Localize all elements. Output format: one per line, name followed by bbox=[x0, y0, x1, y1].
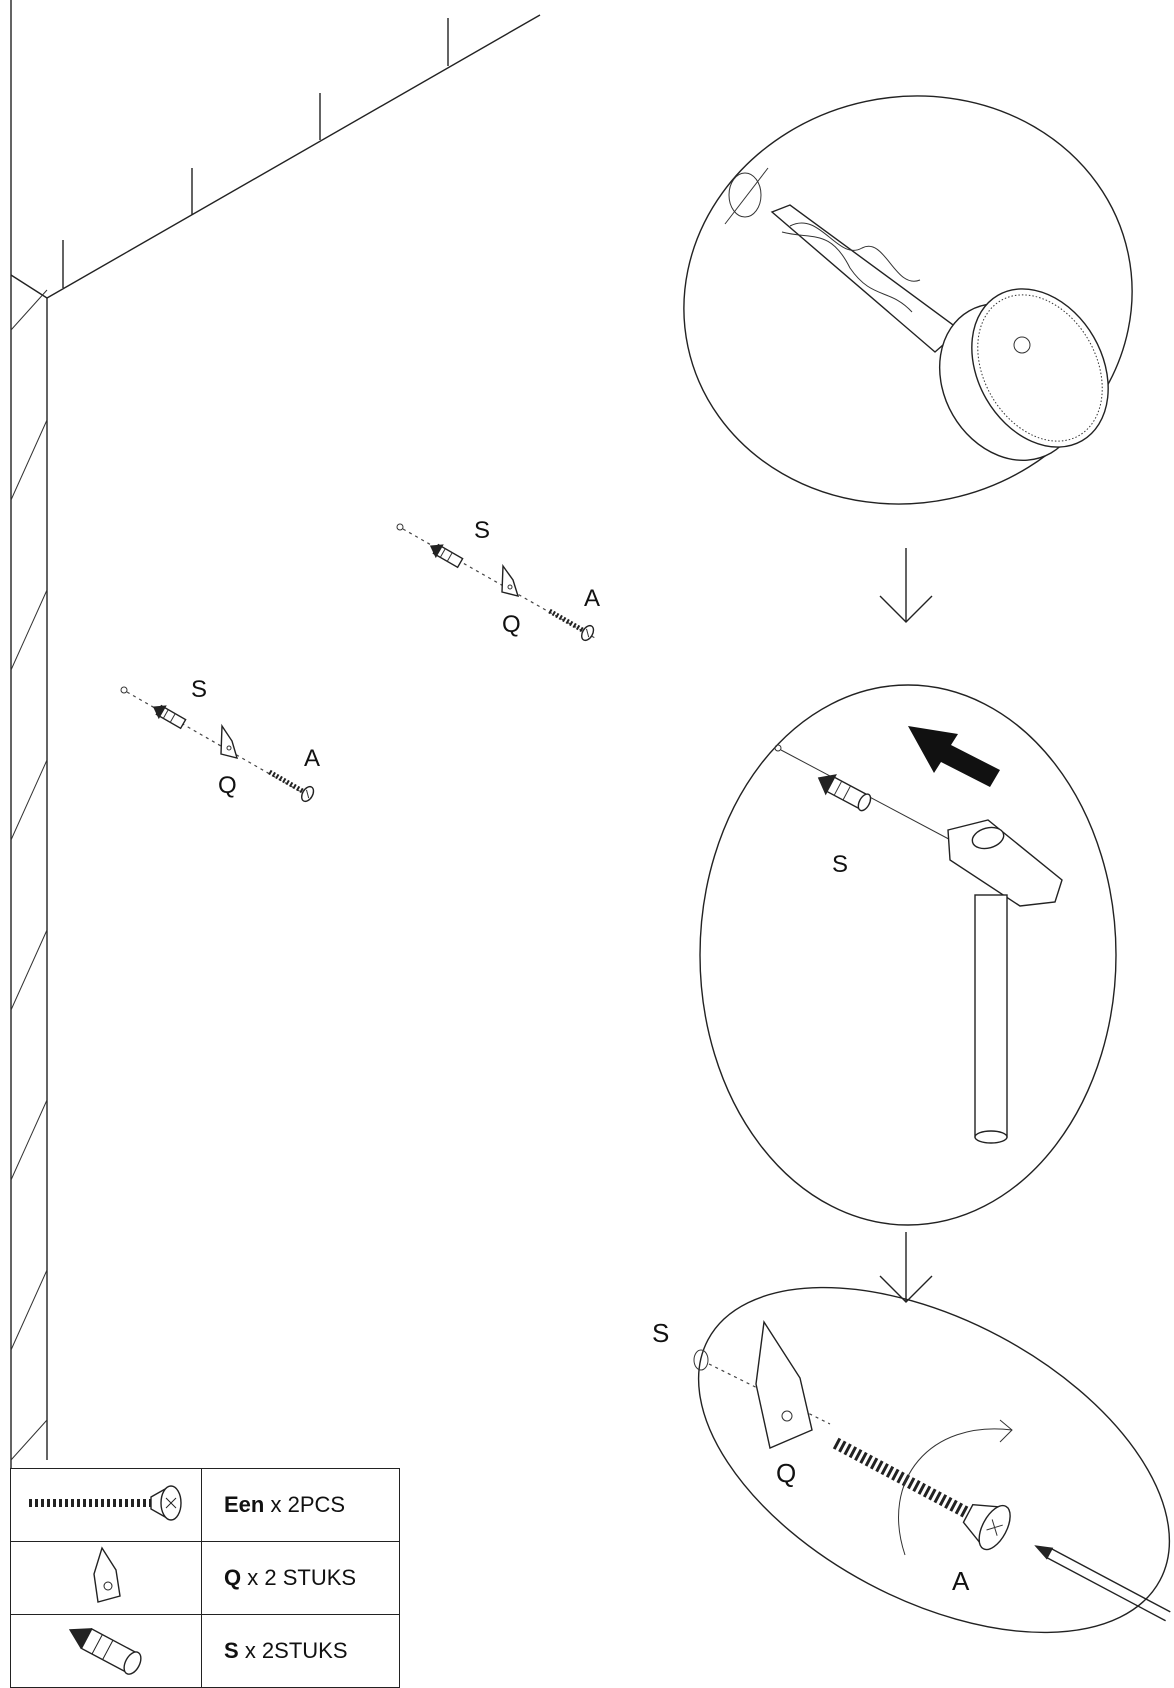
label-s: S bbox=[474, 517, 490, 544]
parts-qty-s: S x 2STUKS bbox=[201, 1614, 400, 1688]
drill-chuck-icon bbox=[938, 288, 1109, 462]
screwdriver-icon bbox=[1034, 1545, 1171, 1622]
label-a: A bbox=[952, 1566, 970, 1596]
label-q: Q bbox=[776, 1458, 796, 1488]
label-s: S bbox=[832, 851, 848, 878]
lower-fixing-set: S Q A bbox=[120, 676, 320, 803]
bracket-icon bbox=[220, 723, 239, 759]
wall-plug-icon bbox=[817, 774, 872, 812]
parts-qty-a: Een x 2PCS bbox=[201, 1468, 400, 1542]
wall-plug-icon bbox=[429, 543, 464, 569]
parts-row: Een x 2PCS bbox=[10, 1468, 400, 1542]
hammer-step: S bbox=[699, 684, 1117, 1226]
screw-icon bbox=[268, 769, 315, 803]
bracket-icon bbox=[501, 563, 520, 597]
screw-step: S Q A bbox=[652, 1286, 1171, 1634]
hammer-icon bbox=[947, 819, 1063, 1144]
push-arrow-icon bbox=[908, 726, 1000, 787]
label-s: S bbox=[191, 676, 207, 703]
bracket-icon bbox=[10, 1541, 202, 1615]
down-arrow-icon bbox=[879, 1232, 933, 1303]
screw-icon bbox=[548, 608, 595, 642]
label-q: Q bbox=[218, 772, 237, 799]
label-s: S bbox=[652, 1318, 669, 1348]
parts-row: Q x 2 STUKS bbox=[10, 1541, 400, 1615]
wall-drawing bbox=[10, 0, 541, 1673]
wall-plug-icon bbox=[10, 1614, 202, 1688]
label-a: A bbox=[584, 585, 600, 612]
drill-bit-icon bbox=[770, 204, 962, 353]
parts-row: S x 2STUKS bbox=[10, 1614, 400, 1688]
label-q: Q bbox=[502, 611, 521, 638]
screw-icon bbox=[832, 1437, 1011, 1551]
screw-icon bbox=[10, 1468, 202, 1542]
label-a: A bbox=[304, 745, 320, 772]
drill-step bbox=[683, 95, 1133, 505]
down-arrow-icon bbox=[879, 548, 933, 623]
upper-fixing-set: S Q A bbox=[396, 517, 600, 642]
parts-qty-q: Q x 2 STUKS bbox=[201, 1541, 400, 1615]
bracket-icon bbox=[755, 1320, 813, 1449]
rotation-arrow-icon bbox=[898, 1428, 1013, 1556]
wall-plug-icon bbox=[152, 704, 187, 730]
parts-list: Een x 2PCS Q x 2 STUKS S x 2STUKS bbox=[10, 1468, 400, 1688]
